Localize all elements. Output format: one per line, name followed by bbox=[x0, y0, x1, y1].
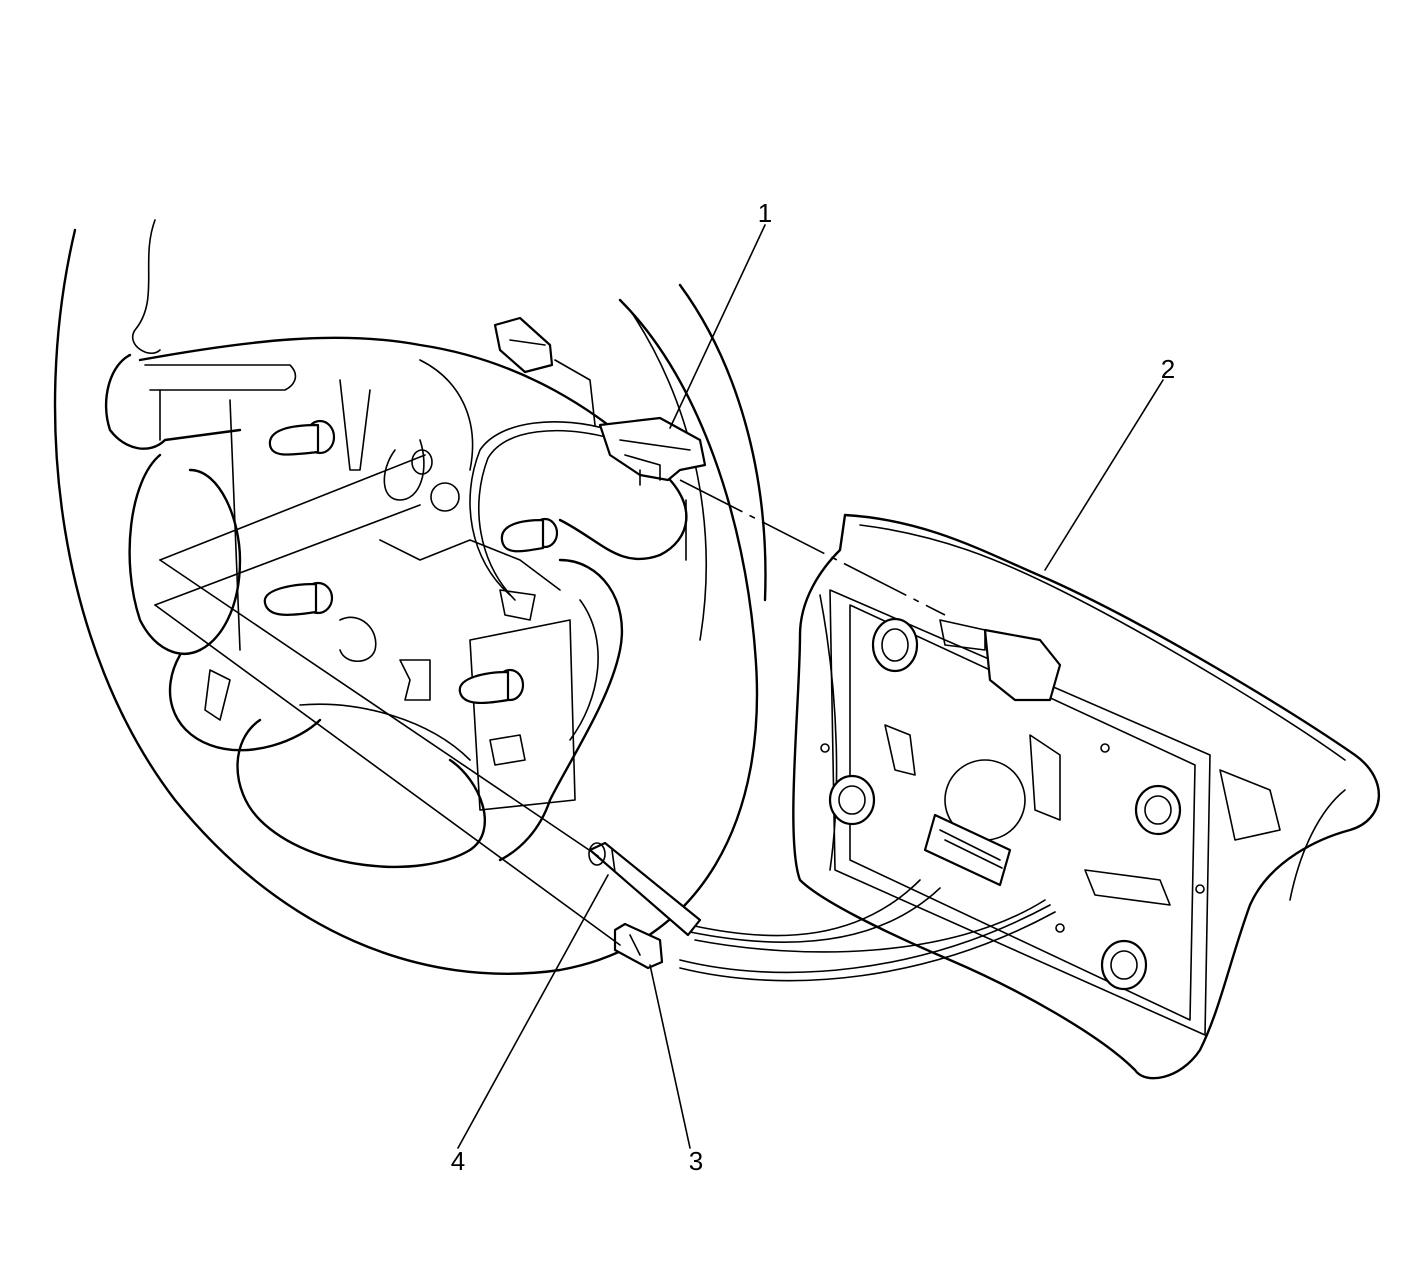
leader-lines bbox=[457, 224, 1164, 1149]
steering-wheel-hub bbox=[104, 336, 688, 869]
clockspring-wire bbox=[469, 421, 611, 601]
callout-labels: 1 2 3 4 bbox=[451, 198, 1175, 1176]
connector-3 bbox=[613, 922, 664, 970]
callout-3-label: 3 bbox=[689, 1146, 703, 1176]
callout-1-label: 1 bbox=[758, 198, 772, 228]
callout-2-label: 2 bbox=[1161, 354, 1175, 384]
steering-wheel-rim bbox=[53, 219, 767, 975]
connector-4 bbox=[588, 841, 702, 937]
connector-1 bbox=[493, 316, 707, 486]
module-wiring bbox=[679, 879, 1056, 982]
callout-4-label: 4 bbox=[451, 1146, 465, 1176]
hub-bolts bbox=[263, 419, 559, 705]
center-lines bbox=[154, 454, 946, 946]
airbag-module bbox=[792, 513, 1381, 1080]
